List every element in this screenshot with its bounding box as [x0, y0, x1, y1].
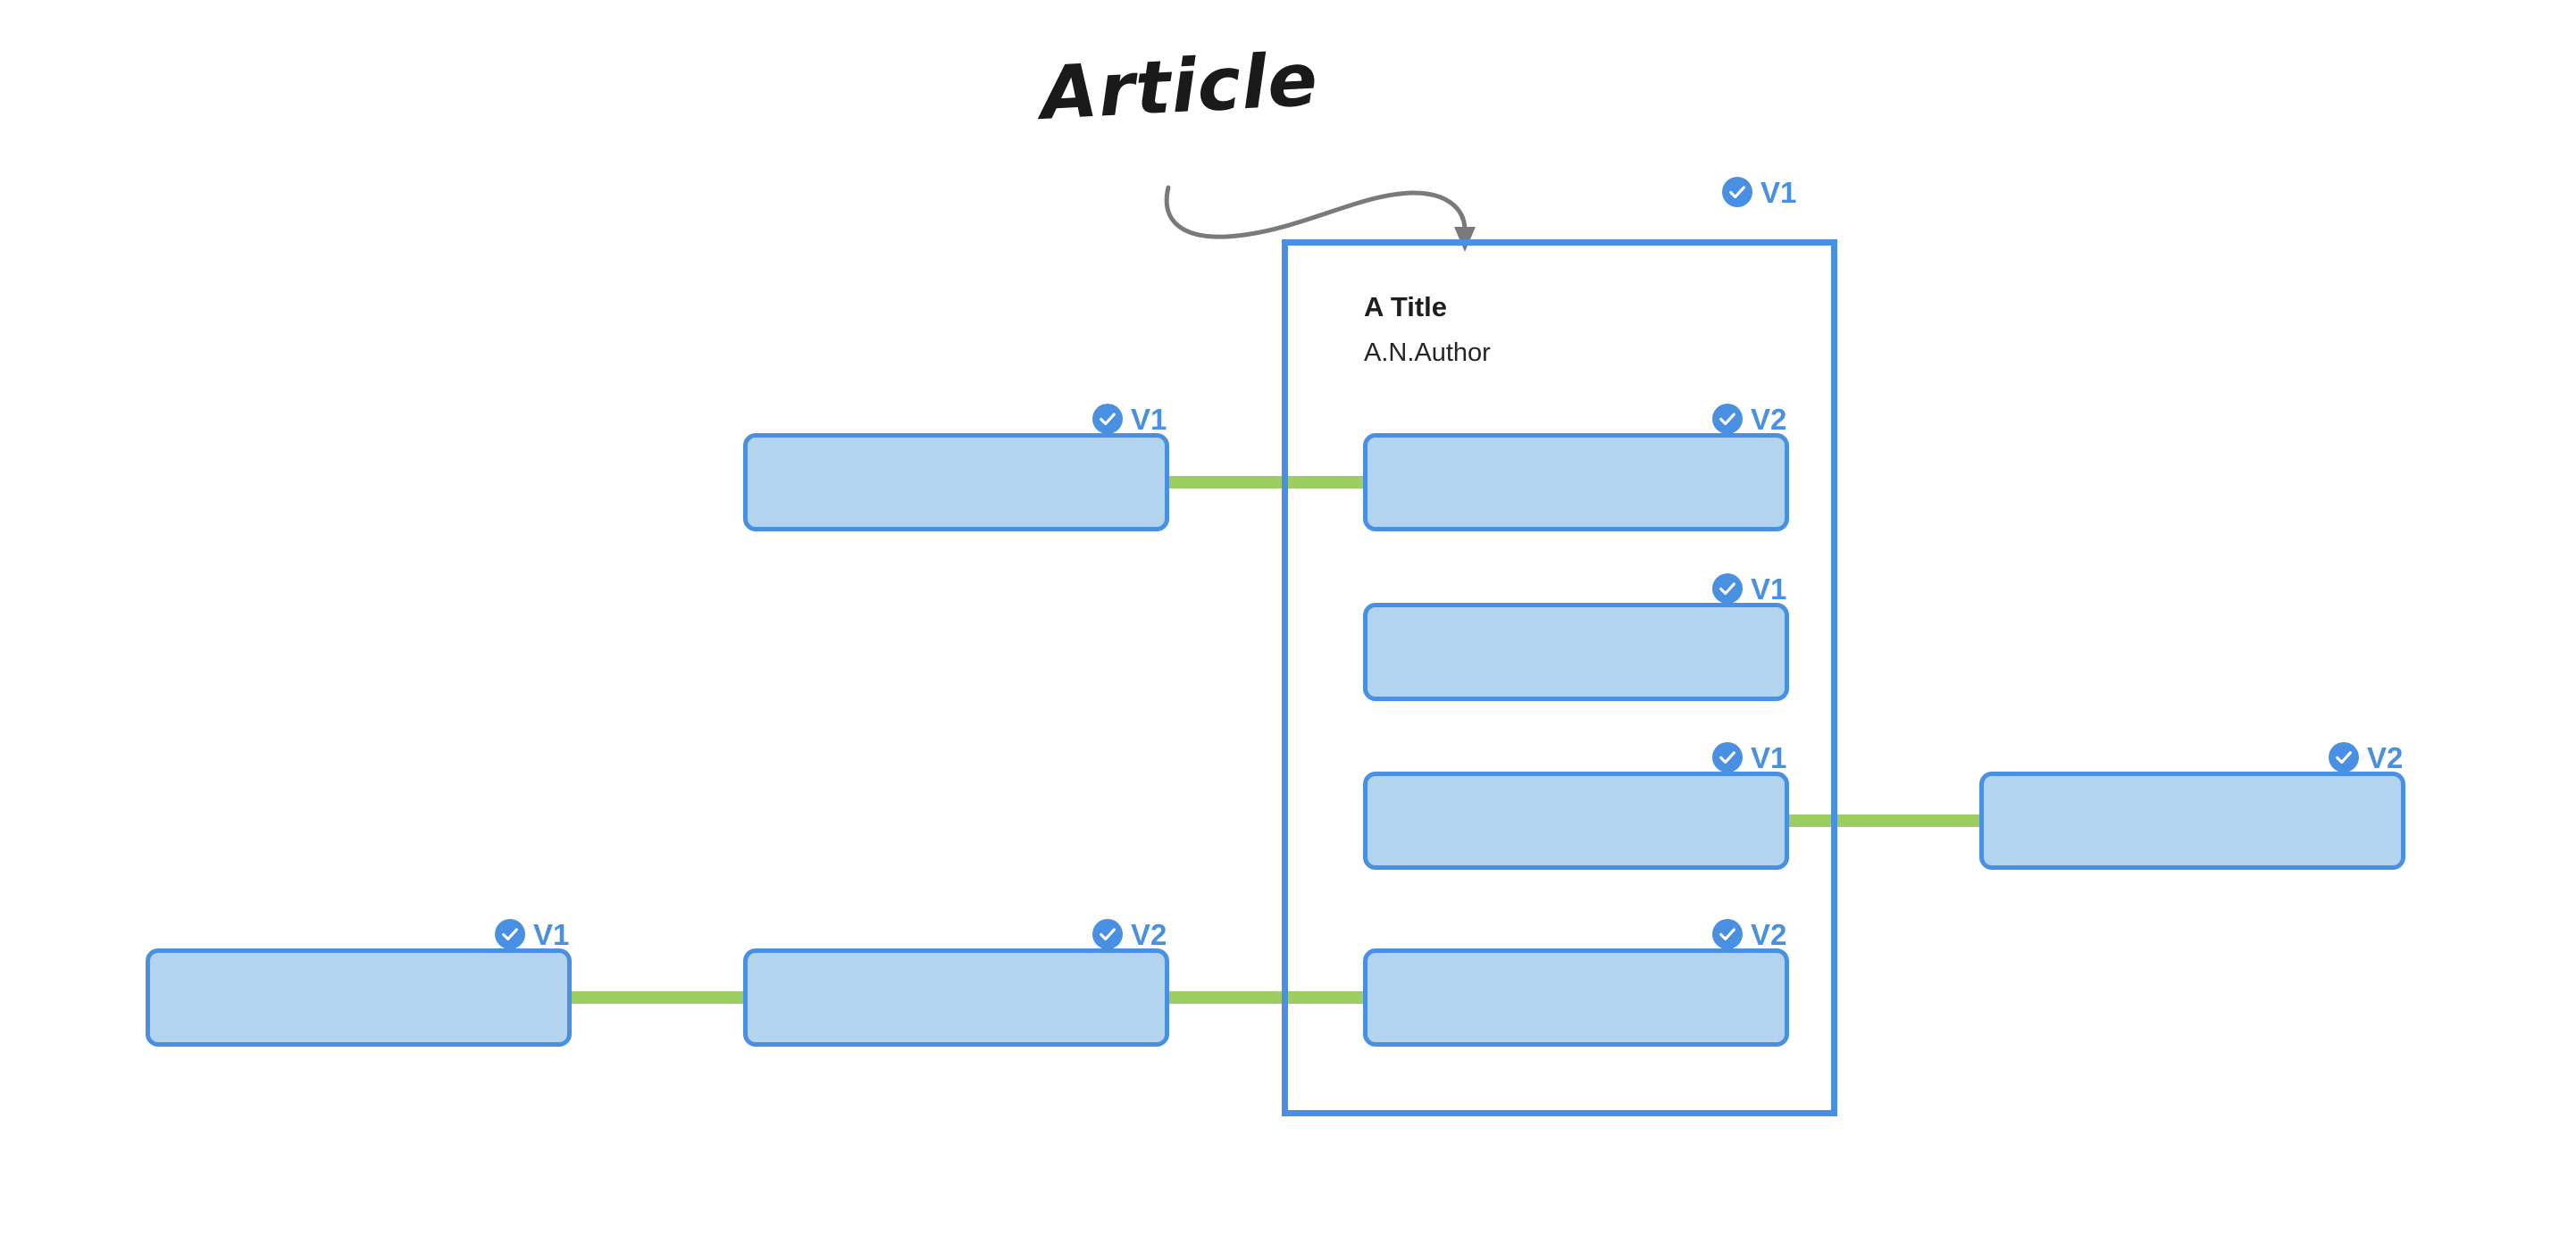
- version-label-article-row3: V1: [1751, 740, 1787, 774]
- version-label-outer-row4-left: V2: [1131, 917, 1167, 951]
- version-badge-outer-row4-far-left[interactable]: V1: [495, 919, 569, 949]
- article-header: A Title A.N.Author: [1364, 290, 1793, 369]
- version-label-article-row4: V2: [1751, 917, 1787, 951]
- connector-row4-a: [570, 991, 745, 1004]
- content-block-outer-row4-far-left[interactable]: [146, 948, 572, 1047]
- version-badge-outer-row4-left[interactable]: V2: [1092, 919, 1167, 949]
- verified-check-icon: [1712, 404, 1743, 434]
- version-badge-outer-row1-left[interactable]: V1: [1092, 404, 1167, 434]
- content-block-article-row3[interactable]: [1363, 772, 1789, 870]
- version-badge-article-row4[interactable]: V2: [1712, 919, 1786, 949]
- verified-check-icon: [495, 919, 525, 949]
- article-container[interactable]: A Title A.N.Author: [1282, 239, 1837, 1116]
- article-title: A Title: [1364, 291, 1448, 322]
- verified-check-icon: [1722, 177, 1752, 207]
- version-label-article-row1: V2: [1751, 402, 1787, 436]
- verified-check-icon: [1092, 404, 1123, 434]
- content-block-outer-row4-left[interactable]: [743, 948, 1169, 1047]
- connector-row4-b: [1168, 991, 1365, 1004]
- version-badge-article-row1[interactable]: V2: [1712, 404, 1786, 434]
- version-label-outer-row3-right: V2: [2367, 740, 2404, 774]
- annotation-label-article: Article: [1039, 37, 1321, 137]
- content-block-article-row2[interactable]: [1363, 603, 1789, 701]
- content-block-article-row1[interactable]: [1363, 433, 1789, 531]
- version-label-outer-row1-left: V1: [1131, 402, 1167, 436]
- connector-row1: [1168, 476, 1365, 489]
- verified-check-icon: [1092, 919, 1123, 949]
- content-block-outer-row1-left[interactable]: [743, 433, 1169, 531]
- version-badge-outer-row3-right[interactable]: V2: [2329, 742, 2403, 772]
- version-label-outer-row4-far-left: V1: [533, 917, 570, 951]
- article-version-badge[interactable]: V1: [1722, 177, 1796, 207]
- verified-check-icon: [1712, 573, 1743, 604]
- verified-check-icon: [1712, 919, 1743, 949]
- version-label-article-row2: V1: [1751, 572, 1787, 605]
- version-badge-article-row3[interactable]: V1: [1712, 742, 1786, 772]
- version-badge-article-row2[interactable]: V1: [1712, 573, 1786, 604]
- verified-check-icon: [1712, 742, 1743, 772]
- content-block-outer-row3-right[interactable]: [1979, 772, 2405, 870]
- article-author: A.N.Author: [1364, 338, 1491, 368]
- verified-check-icon: [2329, 742, 2359, 772]
- content-block-article-row4[interactable]: [1363, 948, 1789, 1047]
- article-version-label: V1: [1761, 175, 1797, 209]
